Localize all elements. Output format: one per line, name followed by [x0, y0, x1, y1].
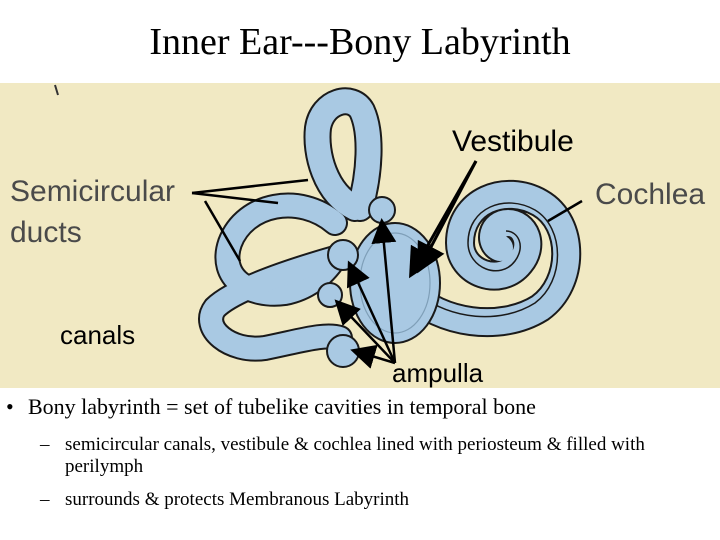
semicircular-ducts-label-line2: ducts [10, 216, 82, 249]
bullet-main: • Bony labyrinth = set of tubelike caviti… [6, 394, 536, 420]
ampulla-arrow-3 [334, 299, 396, 364]
inner-ear-figure: Vestibule Semicircular ducts Cochlea can… [0, 83, 720, 388]
semicircular-ducts-label-line1: Semicircular [10, 175, 176, 208]
ducts-pointer-3 [203, 200, 242, 262]
canals-label: canals [60, 320, 136, 350]
ampulla-lower [326, 334, 360, 368]
cochlea-label: Cochlea [595, 178, 706, 211]
cochlea-pointer [547, 199, 583, 223]
ampulla-arrow-1 [371, 218, 397, 364]
ducts-pointer-2 [191, 191, 279, 205]
sub-bullet-2: – surrounds & protects Membranous Labyri… [40, 489, 715, 511]
ampulla-middle [327, 239, 359, 271]
slide-title: Inner Ear---Bony Labyrinth [149, 21, 571, 63]
dash-symbol: – [40, 489, 50, 510]
ducts-pointer-1 [191, 178, 309, 195]
sub-bullet-1: – semicircular canals, vestibule & cochl… [40, 434, 715, 478]
ampulla-upper [368, 196, 396, 224]
cochlea-spiral-line [419, 202, 559, 318]
ampulla-arrow-2 [346, 260, 397, 364]
dash-symbol: – [40, 434, 50, 455]
bullet-symbol: • [6, 394, 14, 419]
sub-bullet-2-text: surrounds & protects Membranous Labyrint… [65, 489, 410, 510]
vestibule-body [349, 222, 441, 344]
vestibule-label: Vestibule [452, 125, 574, 158]
ampulla-label: ampulla [392, 358, 484, 388]
bony-labyrinth-diagram [54, 84, 583, 369]
vestibule-arrow-2 [417, 160, 478, 274]
bullet-main-text: Bony labyrinth = set of tubelike cavitie… [28, 394, 536, 419]
ampulla-arrow-4 [350, 344, 396, 369]
sub-bullet-1-text: semicircular canals, vestibule & cochlea… [65, 434, 645, 477]
